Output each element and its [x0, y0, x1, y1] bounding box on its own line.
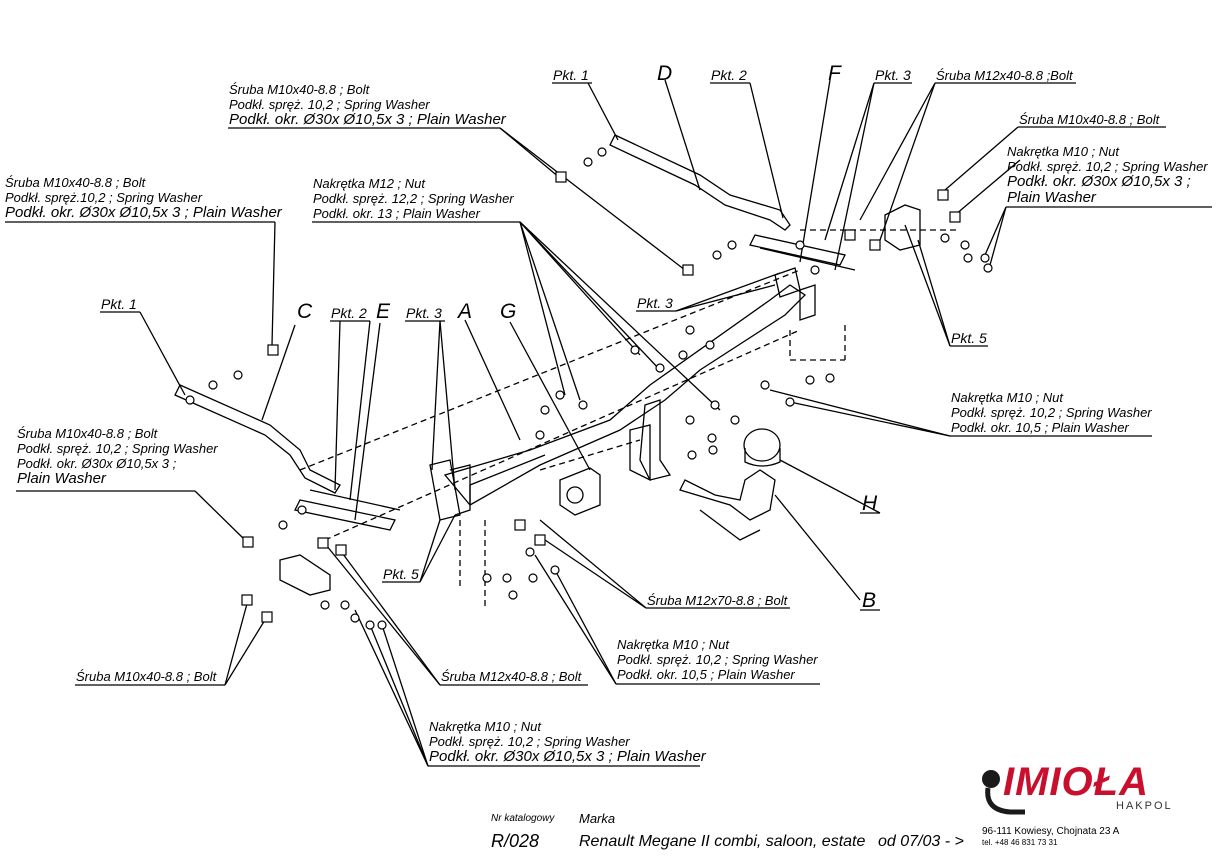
bolt-bottom-left-label: Śruba M10x40-8.8 ; Bolt	[76, 669, 217, 684]
bolt-m12x40-bottom-label: Śruba M12x40-8.8 ; Bolt	[441, 669, 582, 684]
bolt-m12-top-label: Śruba M12x40-8.8 ;Bolt	[936, 68, 1073, 83]
bolt-m12x70-label: Śruba M12x70-8.8 ; Bolt	[647, 593, 788, 608]
production-date: od 07/03 - >	[878, 833, 964, 850]
part-letter-f: F	[828, 62, 841, 85]
part-letter-b: B	[862, 589, 877, 612]
part-letter-d: D	[657, 62, 673, 85]
part-letter-c: C	[297, 300, 313, 323]
pkt2-left-label: Pkt. 2	[331, 305, 367, 321]
imiola-logo: IMIOŁA	[1003, 760, 1149, 804]
pkt1-top-label: Pkt. 1	[553, 67, 589, 83]
part-letter-h: H	[862, 492, 878, 515]
bolt-right-label: Śruba M10x40-8.8 ; Bolt	[1019, 112, 1160, 127]
part-letter-a: A	[458, 300, 473, 323]
catalog-number: R/028	[491, 831, 540, 851]
catalog-number-caption: Nr katalogowy	[491, 813, 555, 824]
vehicle-model: Renault Megane II combi, saloon, estate	[579, 833, 866, 850]
pkt3-mid-label: Pkt. 3	[637, 295, 673, 311]
pkt3-top-label: Pkt. 3	[875, 67, 911, 83]
part-letter-g: G	[500, 300, 517, 323]
pkt1-left-label: Pkt. 1	[101, 296, 137, 312]
part-letter-e: E	[376, 300, 391, 323]
hakpol-logo-text: HAKPOL	[1116, 800, 1173, 812]
pkt5-left-label: Pkt. 5	[383, 566, 419, 582]
pkt5-right-label: Pkt. 5	[951, 330, 987, 346]
brand-caption: Marka	[579, 811, 616, 826]
pkt2-top-label: Pkt. 2	[711, 67, 747, 83]
pkt3-left-label: Pkt. 3	[406, 305, 442, 321]
